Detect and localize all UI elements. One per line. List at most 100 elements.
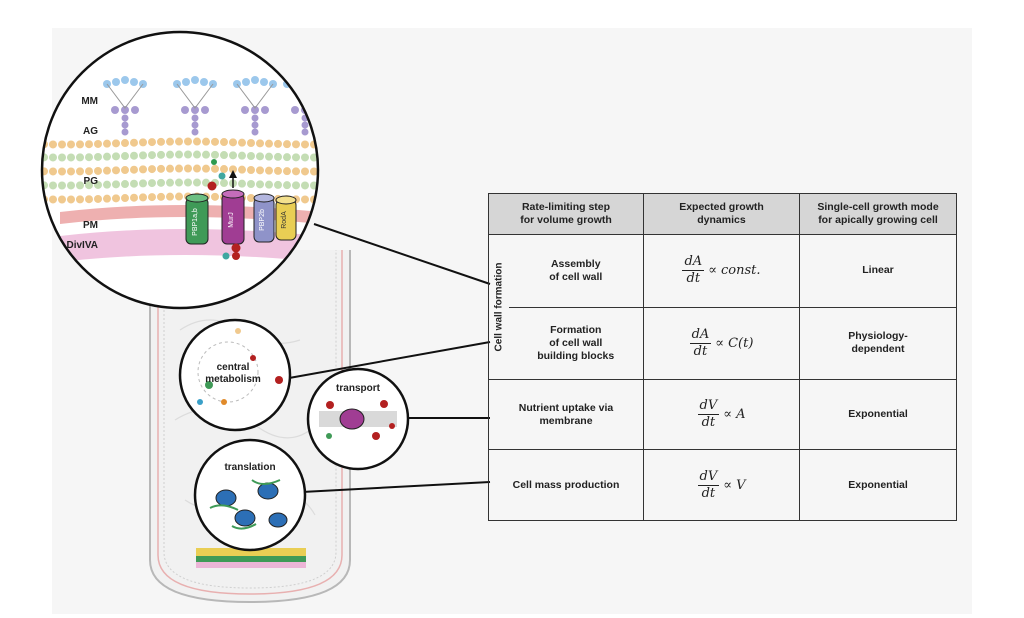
- glycan-bead: [191, 76, 199, 84]
- glycan-bead: [242, 78, 250, 86]
- glycan-bead: [283, 153, 291, 162]
- glycan-bead: [58, 153, 66, 162]
- glycan-bead: [130, 138, 138, 147]
- glycan-bead: [193, 137, 201, 146]
- glycan-bead: [202, 164, 210, 173]
- glycan-bead: [211, 164, 219, 173]
- mycolic-acid-chain: [236, 83, 274, 109]
- glycan-bead: [121, 106, 129, 114]
- glycan-bead: [310, 167, 318, 176]
- glycan-bead: [274, 139, 282, 148]
- cell-wall-formation-group: Cell wall formation: [488, 234, 509, 380]
- murj-label: MurJ: [228, 212, 235, 228]
- glycan-bead: [103, 166, 111, 175]
- glycan-bead: [112, 194, 120, 203]
- glycan-bead: [103, 180, 111, 189]
- glycan-bead: [184, 164, 192, 173]
- glycan-bead: [76, 195, 84, 204]
- glycan-bead: [241, 106, 249, 114]
- label-pg: PG: [84, 176, 99, 187]
- glycan-bead: [251, 76, 259, 84]
- glycan-bead: [103, 194, 111, 203]
- glycan-bead: [238, 138, 246, 147]
- glycan-bead: [265, 166, 273, 175]
- glycan-bead: [67, 195, 75, 204]
- glycan-bead: [121, 76, 129, 84]
- glycan-bead: [301, 181, 309, 190]
- label-mm: MM: [81, 96, 98, 107]
- glycan-bead: [157, 178, 165, 187]
- glycan-bead: [301, 153, 309, 162]
- glycan-bead: [58, 167, 66, 176]
- glycan-bead: [94, 139, 102, 148]
- glycan-bead: [85, 153, 93, 162]
- glycan-bead: [220, 151, 228, 160]
- glycan-bead: [111, 106, 119, 114]
- glycan-bead: [166, 164, 174, 173]
- glycan-bead: [193, 164, 201, 173]
- glycan-bead: [256, 152, 264, 161]
- growth-mode-cell: Exponential: [799, 378, 957, 451]
- glycan-bead: [121, 121, 129, 129]
- label-divIVA: DivIVA: [67, 240, 99, 251]
- glycan-bead: [247, 179, 255, 188]
- precursor-molecule: [211, 159, 217, 165]
- glycan-bead: [112, 166, 120, 175]
- glycan-bead: [76, 140, 84, 149]
- precursor-molecule: [222, 252, 230, 260]
- glycan-bead: [238, 179, 246, 188]
- glycan-bead: [274, 180, 282, 189]
- glycan-bead: [157, 150, 165, 159]
- translation-label: translation: [224, 462, 275, 473]
- glycan-bead: [112, 180, 120, 189]
- glycan-bead: [274, 152, 282, 161]
- cell-wall-magnified-view: PBP1a,b MurJ PBP2b RodA: [40, 30, 327, 310]
- glycan-bead: [139, 151, 147, 160]
- glycan-bead: [238, 151, 246, 160]
- glycan-bead: [251, 128, 259, 136]
- protein-roda: RodA: [275, 195, 297, 241]
- glycan-bead: [130, 193, 138, 202]
- rate-limiting-step-cell: Cell mass production: [488, 449, 644, 521]
- glycan-bead: [301, 195, 309, 204]
- glycan-bead: [139, 138, 147, 147]
- glycan-bead: [184, 178, 192, 187]
- glycan-bead: [319, 153, 327, 161]
- glycan-bead: [121, 114, 129, 122]
- glycan-bead: [229, 138, 237, 147]
- glycan-bead: [130, 78, 138, 86]
- glycan-bead: [112, 139, 120, 148]
- glycan-bead: [191, 121, 199, 129]
- glycan-bead: [94, 152, 102, 161]
- precursor-molecule: [231, 243, 241, 253]
- glycan-bead: [319, 195, 327, 203]
- precursor-molecule: [207, 181, 217, 191]
- glycan-bead: [58, 195, 66, 204]
- glycan-bead: [292, 140, 300, 149]
- glycan-bead: [76, 181, 84, 190]
- glycan-bead: [67, 140, 75, 149]
- glycan-bead: [292, 78, 300, 86]
- glycan-bead: [292, 181, 300, 190]
- glycan-bead: [220, 138, 228, 147]
- glycan-bead: [103, 152, 111, 161]
- glycan-bead: [67, 181, 75, 190]
- glycan-bead: [121, 194, 129, 203]
- glycan-bead: [247, 165, 255, 174]
- precursor-molecule: [218, 172, 226, 180]
- glycan-bead: [139, 193, 147, 202]
- glycan-bead: [283, 140, 291, 149]
- glycan-bead: [301, 121, 309, 129]
- glycan-bead: [42, 153, 48, 162]
- glycan-bead: [200, 78, 208, 86]
- glycan-bead: [301, 167, 309, 176]
